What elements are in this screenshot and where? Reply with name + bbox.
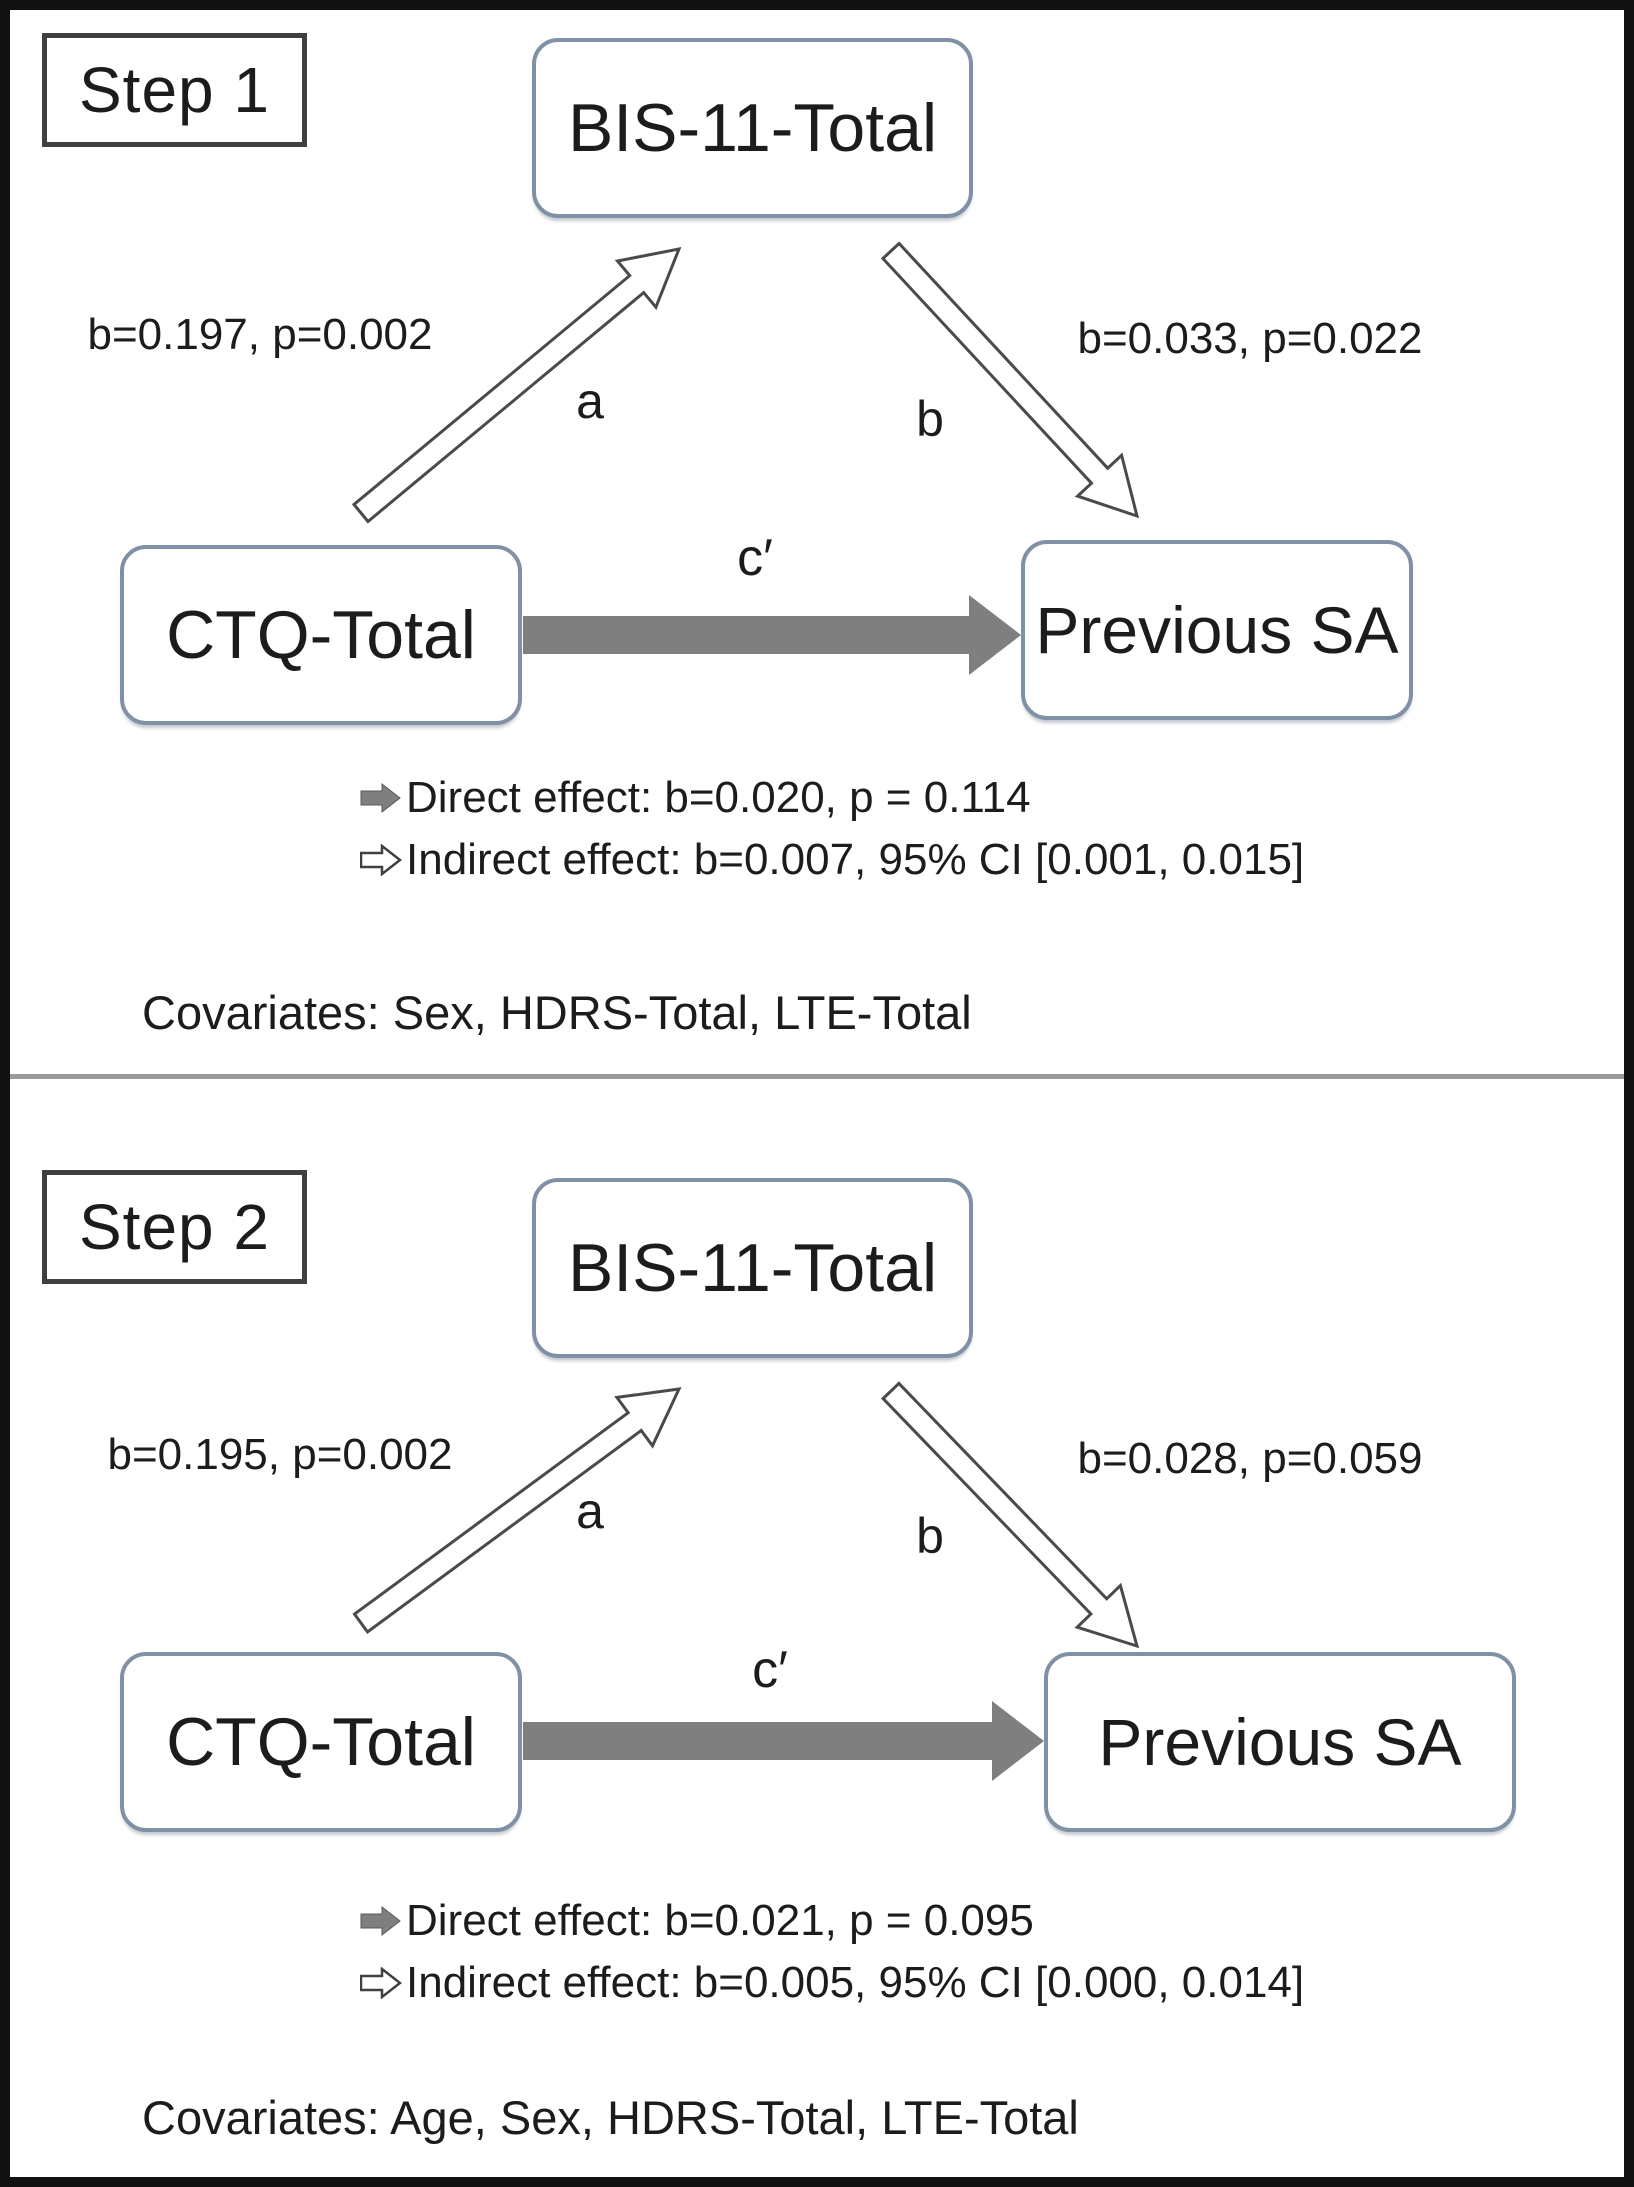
predictor-label: CTQ-Total — [166, 1704, 476, 1780]
path-b-arrow-step2 — [880, 1381, 1140, 1649]
solid-right-arrow-icon — [360, 782, 402, 814]
panel-divider — [10, 1074, 1624, 1079]
predictor-node-step2: CTQ-Total — [120, 1652, 522, 1832]
path-a-letter-step1: a — [576, 373, 604, 429]
path-b-coefficient-step2: b=0.028, p=0.059 — [1077, 1434, 1423, 1483]
path-c-arrow-step2 — [523, 1701, 1044, 1781]
mediator-node-step2: BIS-11-Total — [532, 1178, 973, 1358]
path-arrows-layer — [351, 241, 1140, 1781]
indirect-effect-text-step2: Indirect effect: b=0.005, 95% CI [0.000,… — [406, 1958, 1305, 2007]
outcome-node-step1: Previous SA — [1021, 540, 1413, 720]
path-b-letter-step2: b — [916, 1508, 944, 1564]
outcome-node-step2: Previous SA — [1044, 1652, 1516, 1832]
direct-effect-text-step2: Direct effect: b=0.021, p = 0.095 — [406, 1896, 1034, 1945]
hollow-right-arrow-icon — [360, 844, 402, 876]
step1-label: Step 1 — [78, 54, 271, 126]
indirect-effect-row-step2: Indirect effect: b=0.005, 95% CI [0.000,… — [360, 1958, 1304, 2008]
direct-effect-row-step1: Direct effect: b=0.020, p = 0.114 — [360, 773, 1031, 823]
path-c-letter-step1: c′ — [737, 529, 773, 587]
path-a-coefficient-step2: b=0.195, p=0.002 — [107, 1430, 453, 1479]
path-c-arrow-step1 — [523, 595, 1021, 675]
predictor-node-step1: CTQ-Total — [120, 545, 522, 725]
path-b-arrow-step1 — [880, 241, 1140, 519]
outcome-label: Previous SA — [1035, 593, 1399, 667]
mediator-label: BIS-11-Total — [567, 90, 938, 166]
step2-label: Step 2 — [78, 1191, 271, 1263]
indirect-effect-text-step1: Indirect effect: b=0.007, 95% CI [0.001,… — [406, 835, 1305, 884]
path-a-arrow-step1 — [351, 247, 682, 524]
path-b-letter-step1: b — [916, 391, 944, 447]
outcome-label: Previous SA — [1098, 1705, 1462, 1779]
direct-effect-row-step2: Direct effect: b=0.021, p = 0.095 — [360, 1896, 1034, 1946]
path-a-arrow-step2 — [352, 1387, 682, 1635]
hollow-right-arrow-icon — [360, 1967, 402, 1999]
indirect-effect-row-step1: Indirect effect: b=0.007, 95% CI [0.001,… — [360, 835, 1304, 885]
step1-label-box: Step 1 — [42, 33, 307, 147]
covariates-step1: Covariates: Sex, HDRS-Total, LTE-Total — [142, 986, 972, 1039]
mediator-label: BIS-11-Total — [567, 1230, 938, 1306]
solid-right-arrow-icon — [360, 1905, 402, 1937]
step2-label-box: Step 2 — [42, 1170, 307, 1284]
mediator-node-step1: BIS-11-Total — [532, 38, 973, 218]
path-b-coefficient-step1: b=0.033, p=0.022 — [1077, 314, 1423, 363]
predictor-label: CTQ-Total — [166, 597, 476, 673]
covariates-step2: Covariates: Age, Sex, HDRS-Total, LTE-To… — [142, 2091, 1079, 2144]
direct-effect-text-step1: Direct effect: b=0.020, p = 0.114 — [406, 773, 1031, 822]
path-a-coefficient-step1: b=0.197, p=0.002 — [87, 310, 433, 359]
path-c-letter-step2: c′ — [752, 1641, 788, 1699]
path-a-letter-step2: a — [576, 1483, 604, 1539]
